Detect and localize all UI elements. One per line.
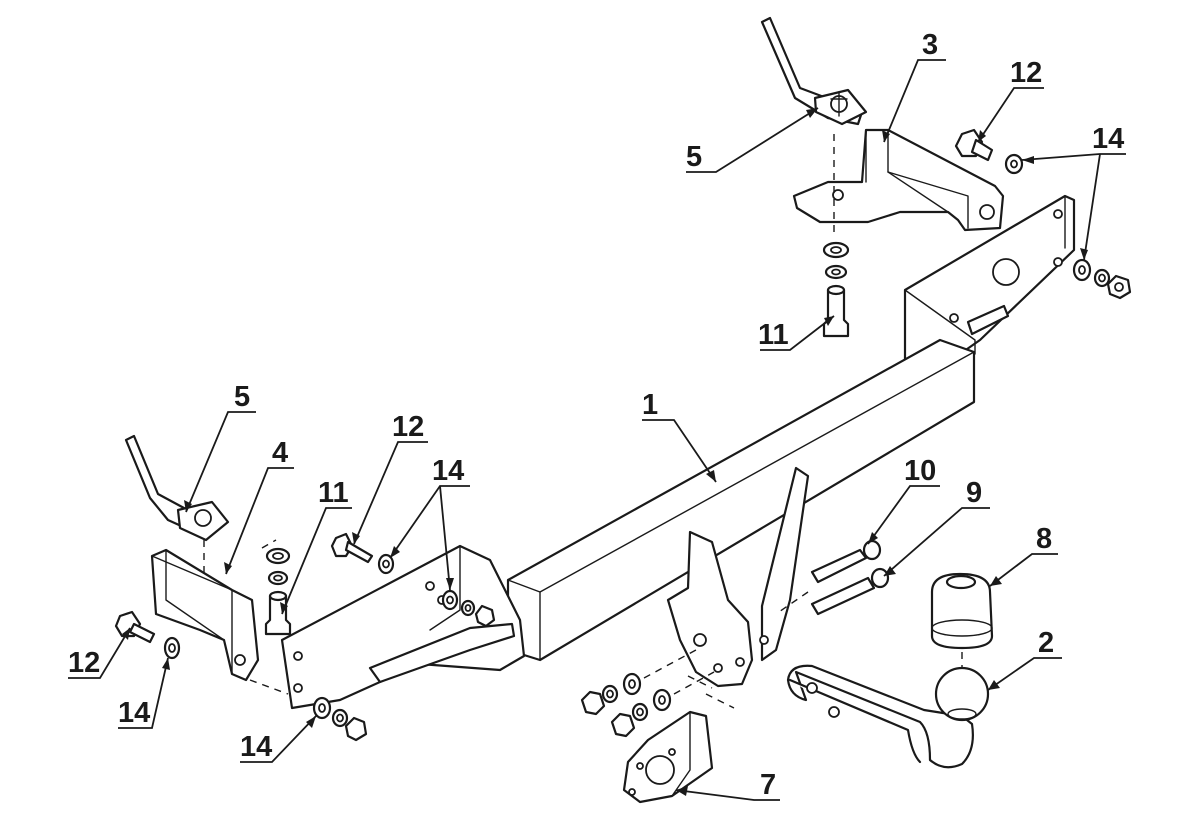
callout-12-left: 12 [68,647,100,679]
callout-14-center: 14 [432,455,464,487]
right-side-plate [903,194,1076,362]
left-washer-stack-11 [261,539,292,636]
callout-4: 4 [272,437,288,469]
callout-3: 3 [922,29,938,61]
callout-7: 7 [760,769,776,801]
callout-12-center: 12 [392,411,424,443]
callout-9: 9 [966,477,982,509]
right-nut-washer-stack [1072,258,1132,300]
bolt-part-9 [810,567,890,616]
left-center-nut-washer-stack [441,589,496,628]
main-crossbar-part-1 [506,338,976,662]
leader-lines [68,59,1126,801]
right-bolt-12 [954,128,1024,175]
callout-1: 1 [642,389,658,421]
callout-labels: 1 2 3 4 5 5 7 8 9 10 11 11 12 12 12 14 1… [68,29,1124,801]
callout-2: 2 [1038,627,1054,659]
right-bracket-part-3 [792,128,1005,232]
callout-5-left: 5 [234,381,250,413]
callout-5-right: 5 [686,141,702,173]
center-bracket [666,466,810,688]
ball-cover-part-8 [930,572,994,650]
tow-ball-neck-part-2 [786,652,990,769]
left-bracket-part-4 [150,548,289,695]
callout-10: 10 [904,455,936,487]
callout-14-right: 14 [1092,123,1124,155]
lower-left-nut-washer-stack [312,696,368,742]
callout-12-right: 12 [1010,57,1042,89]
callout-11-left: 11 [318,477,349,509]
socket-bracket-part-7 [622,675,735,804]
left-bolt-12 [114,610,181,660]
left-mounting-plate-part-5 [124,434,230,578]
bolt-part-10 [775,539,882,615]
right-washer-stack-11 [822,134,850,338]
callout-14-lower: 14 [240,731,272,763]
center-nut-washer-stack [580,649,715,738]
center-bolt-12 [330,532,395,575]
left-side-plate [280,544,526,710]
callout-14-left: 14 [118,697,150,729]
callout-8: 8 [1036,523,1052,555]
callout-11-right: 11 [758,319,789,351]
right-mounting-plate-part-5 [760,16,868,126]
